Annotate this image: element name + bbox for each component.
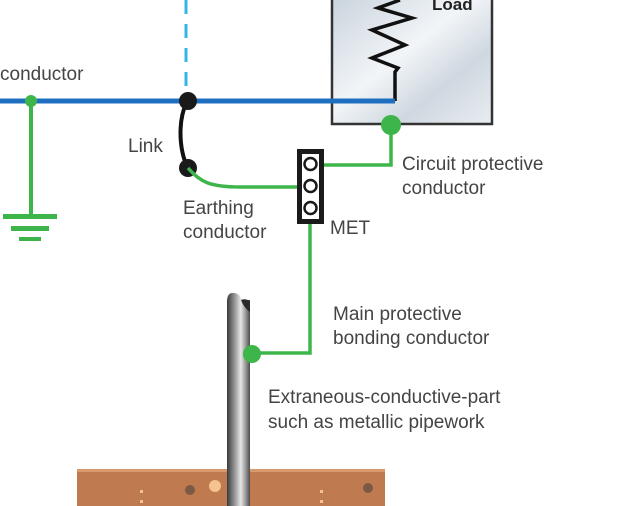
cpc-label-2: conductor [402,178,486,199]
resistor-icon [367,0,419,101]
earth-ground-icon [3,214,57,241]
link-label: Link [128,136,163,157]
pipe-label-1: Extraneous-conductive-part [268,387,501,408]
main-bonding-conductor [253,222,312,355]
link-node-top [179,92,197,110]
earth-node-left [25,95,37,107]
met-terminal [297,149,324,224]
earthing-label-2: conductor [183,222,267,243]
link-wire [178,99,190,169]
pipe-bond-node [243,345,261,363]
bonding-label-2: bonding conductor [333,328,490,349]
cpc-node [381,115,401,135]
conductor-label: conductor [0,64,84,85]
earthing-label-1: Earthing [183,198,254,219]
load-label: Load [432,0,473,14]
cpc-label-1: Circuit protective [402,154,544,175]
circuit-protective-conductor [320,125,393,167]
met-label: MET [330,218,371,239]
bonding-label-1: Main protective [333,304,462,325]
pipe-label-2: such as metallic pipework [268,412,485,433]
earthing-conductor [186,166,298,189]
metallic-pipe [227,292,250,506]
